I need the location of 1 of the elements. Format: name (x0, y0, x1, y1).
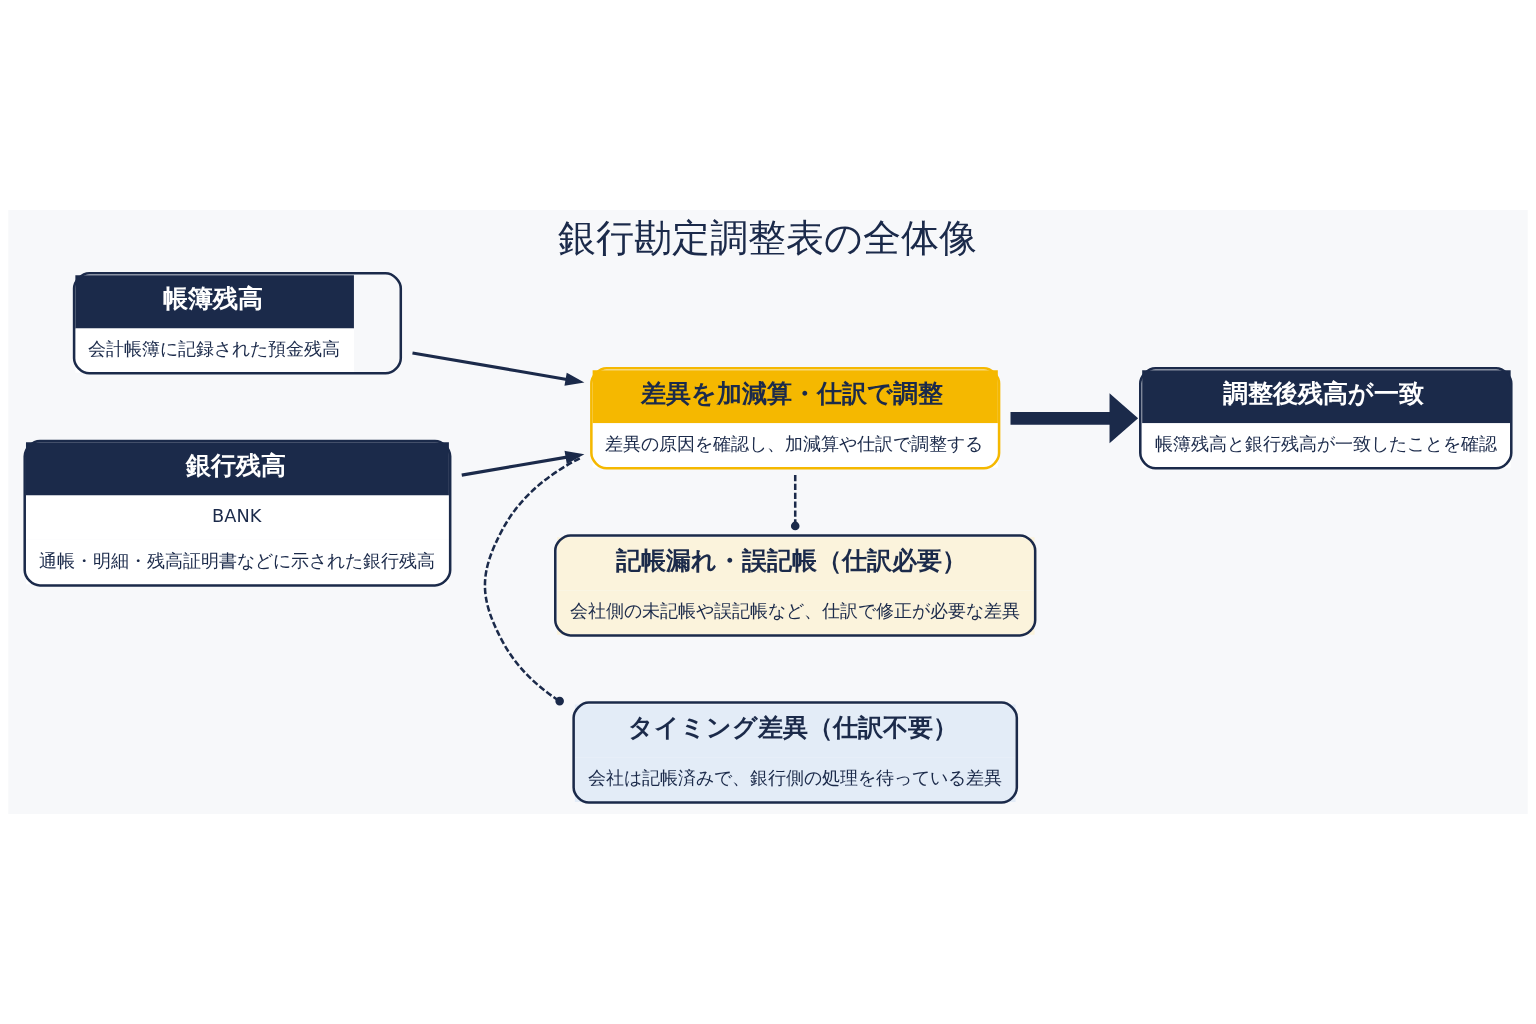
diagram-title: 銀行勘定調整表の全体像 (558, 215, 978, 260)
